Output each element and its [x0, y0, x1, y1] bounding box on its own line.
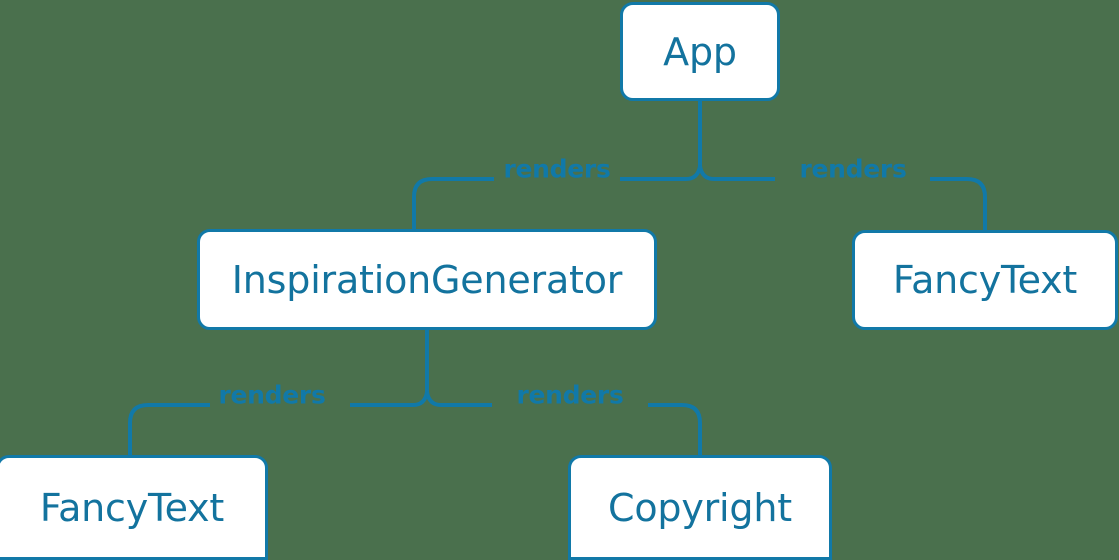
node-fancytext-right-label: FancyText [892, 258, 1078, 302]
node-inspiration-generator[interactable]: InspirationGenerator [197, 229, 657, 330]
node-app[interactable]: App [620, 2, 780, 101]
edge-label-inspiration-fancytext-left: renders [218, 380, 326, 410]
edge-label-inspiration-copyright: renders [516, 380, 624, 410]
node-copyright[interactable]: Copyright [568, 455, 832, 560]
node-fancytext-left[interactable]: FancyText [0, 455, 268, 560]
node-fancytext-right[interactable]: FancyText [852, 230, 1118, 330]
node-fancytext-left-label: FancyText [39, 485, 225, 530]
node-app-label: App [663, 29, 737, 74]
node-copyright-label: Copyright [608, 485, 792, 530]
edge-label-app-inspiration: renders [503, 154, 611, 184]
edge-label-app-fancytext-right: renders [799, 154, 907, 184]
node-inspiration-generator-label: InspirationGenerator [231, 257, 623, 302]
